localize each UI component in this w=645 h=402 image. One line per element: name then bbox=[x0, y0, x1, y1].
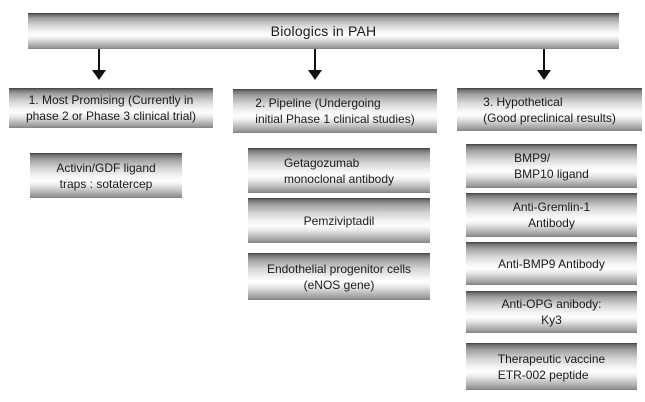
category-box-pipeline: 2. Pipeline (Undergoing initial Phase 1 … bbox=[233, 89, 437, 133]
item-label: Pemziviptadil bbox=[303, 213, 375, 228]
item-box-pemziviptadil: Pemziviptadil bbox=[248, 198, 430, 243]
item-box-anti-gremlin-1-antibody: Anti-Gremlin-1 Antibody bbox=[466, 193, 637, 237]
item-label: Activin/GDF ligand traps : sotatercep bbox=[56, 160, 156, 191]
item-box-anti-opg-antibody-ky3: Anti-OPG anibody: Ky3 bbox=[466, 291, 637, 333]
item-box-activin-gdf-ligand-traps: Activin/GDF ligand traps : sotatercep bbox=[30, 153, 182, 198]
root-node-biologics-in-pah: Biologics in PAH bbox=[28, 13, 619, 49]
item-label: BMP9/ BMP10 ligand bbox=[514, 151, 589, 181]
item-box-therapeutic-vaccine-etr-002: Therapeutic vaccine ETR-002 peptide bbox=[466, 343, 637, 390]
item-label: Endothelial progenitor cells (eNOS gene) bbox=[266, 261, 412, 292]
down-arrow-icon bbox=[314, 49, 316, 70]
item-box-getagozumab: Getagozumab monoclonal antibody bbox=[248, 148, 430, 193]
down-arrow-icon bbox=[543, 49, 545, 70]
item-label: Anti-Gremlin-1 Antibody bbox=[512, 200, 591, 230]
category-box-hypothetical: 3. Hypothetical (Good preclinical result… bbox=[457, 88, 642, 131]
item-label: Anti-OPG anibody: Ky3 bbox=[501, 297, 602, 327]
category-label: 2. Pipeline (Undergoing initial Phase 1 … bbox=[255, 96, 415, 126]
item-label: Therapeutic vaccine ETR-002 peptide bbox=[497, 351, 606, 382]
item-box-endothelial-progenitor-cells: Endothelial progenitor cells (eNOS gene) bbox=[248, 253, 430, 300]
category-label: 3. Hypothetical (Good preclinical result… bbox=[483, 94, 616, 125]
item-box-bmp9-bmp10-ligand: BMP9/ BMP10 ligand bbox=[466, 144, 637, 188]
down-arrow-icon bbox=[98, 49, 100, 70]
category-label: 1. Most Promising (Currently in phase 2 … bbox=[25, 93, 197, 123]
category-box-most-promising: 1. Most Promising (Currently in phase 2 … bbox=[9, 88, 213, 128]
item-box-anti-bmp9-antibody: Anti-BMP9 Antibody bbox=[466, 242, 637, 285]
item-label: Getagozumab monoclonal antibody bbox=[283, 155, 395, 186]
item-label: Anti-BMP9 Antibody bbox=[498, 256, 605, 271]
diagram-title: Biologics in PAH bbox=[270, 23, 377, 39]
